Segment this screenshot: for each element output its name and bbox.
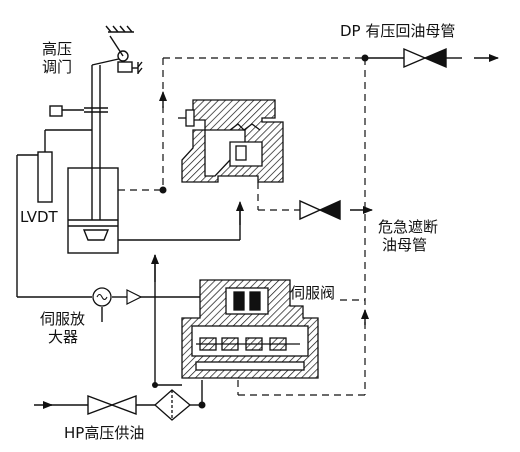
lvdt-label: LVDT [20, 208, 58, 226]
hp-valve-label: 高压 调门 [42, 40, 72, 76]
dp-return-header-label: DP 有压回油母管 [340, 22, 456, 40]
valve-linkage [49, 25, 143, 170]
dashed-return-lines [118, 57, 366, 396]
servo-valve-body [181, 279, 319, 379]
junction-dot [198, 401, 206, 409]
amplifier-label-line2: 大器 [48, 328, 79, 346]
hp-valve-label-line2: 调门 [42, 58, 73, 76]
servo-valve-label: 伺服阀 [290, 284, 336, 302]
servo-amplifier-label: 伺服放 大器 [40, 310, 85, 346]
oil-filter [154, 389, 192, 421]
dp-shutoff-valve [403, 47, 447, 69]
hp-supply-valve [87, 394, 137, 416]
emergency-label-line1: 危急遮断 [378, 218, 439, 236]
servo-amplifier [92, 287, 112, 307]
hp-valve-label-line1: 高压 [42, 40, 73, 58]
amplifier-label-line1: 伺服放 [40, 310, 86, 328]
emergency-trip-header-label: 危急遮断 油母管 [378, 218, 438, 254]
lvdt-sensor [37, 129, 92, 203]
hp-supply-label: HP高压供油 [64, 424, 145, 442]
emergency-label-line2: 油母管 [382, 236, 428, 254]
junction-dot [152, 382, 158, 388]
amplifier-output-arrow [126, 289, 143, 305]
actuator-cylinder [67, 167, 119, 254]
trip-valve-body [178, 99, 284, 183]
junction-dot [159, 186, 167, 194]
emergency-shutoff-valve [299, 199, 341, 221]
